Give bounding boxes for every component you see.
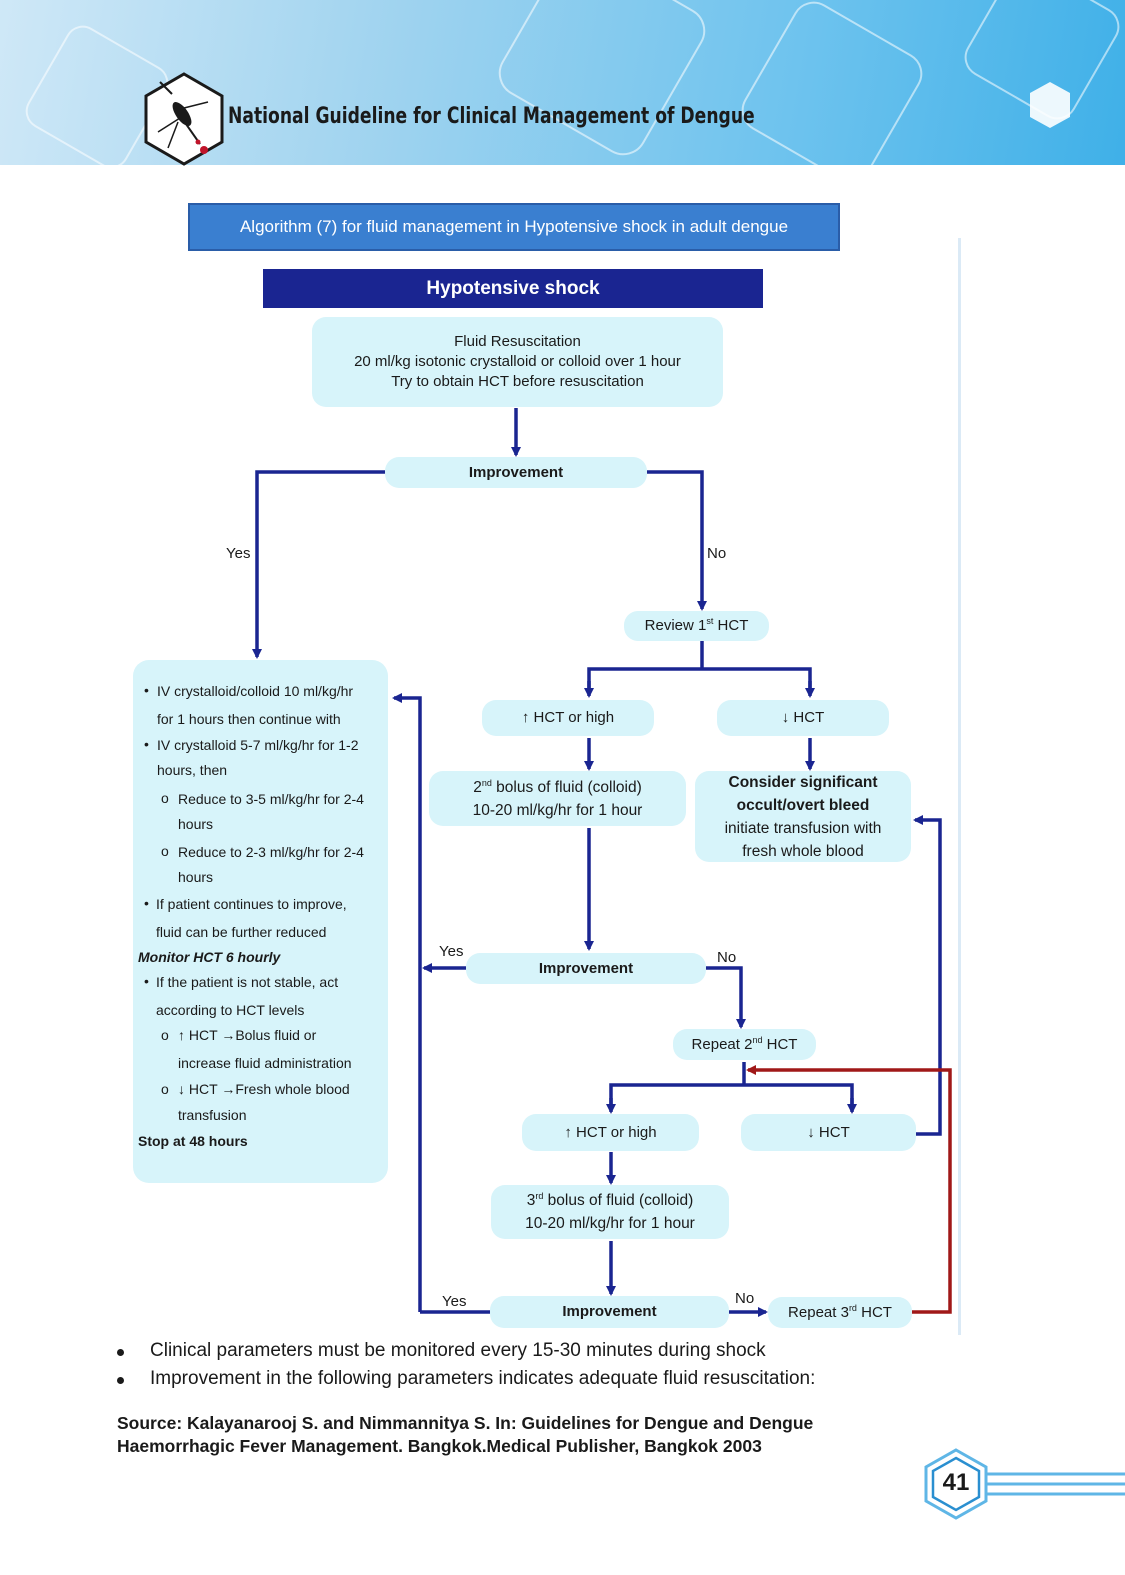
yes-label-3: Yes <box>442 1293 467 1310</box>
bolus3-line1: 3rd bolus of fluid (colloid) <box>526 1190 694 1209</box>
bolus-3rd-box: 3rd bolus of fluid (colloid) 10-20 ml/kg… <box>491 1185 729 1239</box>
sub-bullet: o <box>161 790 169 806</box>
bolus2-line1: 2nd bolus of fluid (colloid) <box>473 777 642 796</box>
arrow-return-to-left-box <box>392 693 422 1312</box>
list-item: hours, then <box>157 762 228 778</box>
improvement-label-3: Improvement <box>562 1303 657 1320</box>
list-item: for 1 hours then continue with <box>157 711 341 727</box>
note-bullet <box>117 1349 124 1356</box>
repeat-3rd-hct-box: Repeat 3rd HCT <box>768 1297 912 1328</box>
fluid-management-box: • IV crystalloid/colloid 10 ml/kg/hr for… <box>133 660 388 1183</box>
arrow-no-to-repeat2 <box>706 966 746 1029</box>
hct-low-text: ↓ HCT <box>781 709 825 726</box>
hypotensive-shock-title: Hypotensive shock <box>263 269 763 308</box>
stop-note: Stop at 48 hours <box>138 1133 248 1149</box>
repeat2-text: Repeat 2nd HCT <box>691 1034 798 1053</box>
hct-low-text-2: ↓ HCT <box>807 1123 850 1141</box>
bleed-line4: fresh whole blood <box>742 842 864 860</box>
list-bullet: • <box>144 895 149 911</box>
hct-high-box-2: ↑ HCT or high <box>522 1114 699 1151</box>
hct-high-text-2: ↑ HCT or high <box>564 1123 657 1141</box>
improvement-decision-1: Improvement <box>385 457 647 488</box>
improvement-decision-2: Improvement <box>466 953 706 984</box>
list-item: IV crystalloid/colloid 10 ml/kg/hr <box>157 683 354 699</box>
right-arrow-icon: → <box>221 1027 236 1043</box>
resuscitation-line3: Try to obtain HCT before resuscitation <box>391 373 644 390</box>
side-divider <box>958 238 961 1335</box>
connector-split-bar <box>587 667 812 694</box>
list-item: hours <box>178 869 214 885</box>
hct-low-box-2: ↓ HCT <box>741 1114 916 1151</box>
no-label: No <box>707 545 727 562</box>
resuscitation-line1: Fluid Resuscitation <box>454 333 581 350</box>
yes-label-2: Yes <box>439 943 464 960</box>
sub-bullet: o <box>161 1081 169 1097</box>
list-item: ↑ HCT →Bolus fluid or <box>178 1027 317 1043</box>
list-item: according to HCT levels <box>156 1002 305 1018</box>
right-arrow-icon: → <box>221 1081 236 1097</box>
monitor-hct-heading: Monitor HCT 6 hourly <box>138 949 281 965</box>
note-2: Improvement in the following parameters … <box>150 1368 816 1389</box>
list-item: If patient continues to improve, <box>156 896 347 912</box>
list-item: hours <box>178 816 214 832</box>
no-label-2: No <box>717 949 737 966</box>
bleed-box: Consider significant occult/overt bleed … <box>695 771 911 862</box>
list-item: increase fluid administration <box>178 1055 352 1071</box>
page-number: 41 <box>942 1469 970 1496</box>
list-item: IV crystalloid 5-7 ml/kg/hr for 1-2 <box>157 737 359 753</box>
list-item: ↓ HCT →Fresh whole blood <box>178 1081 350 1097</box>
review-hct-text: Review 1st HCT <box>644 616 749 635</box>
sub-bullet: o <box>161 1027 169 1043</box>
bleed-line2: occult/overt bleed <box>736 796 870 814</box>
bleed-line1: Consider significant <box>728 773 878 791</box>
connector-split-bar-2 <box>609 1083 854 1110</box>
hct-high-text: ↑ HCT or high <box>521 709 615 726</box>
yes-label: Yes <box>226 545 251 562</box>
page-title: National Guideline for Clinical Manageme… <box>228 104 755 129</box>
bleed-line3: initiate transfusion with <box>724 819 882 837</box>
improvement-label-2: Improvement <box>538 959 634 977</box>
arrow-hct-low-to-bleed <box>913 815 942 1136</box>
page-number-hexagon <box>924 1448 988 1520</box>
review-1st-hct-box: Review 1st HCT <box>624 611 769 641</box>
improvement-decision-3: Improvement <box>490 1296 729 1328</box>
arrow-yes-to-left-box <box>252 470 385 659</box>
no-label-3: No <box>735 1290 755 1307</box>
list-bullet: • <box>144 973 149 989</box>
mosquito-logo-icon <box>144 72 224 166</box>
list-item: transfusion <box>178 1107 247 1123</box>
sub-bullet: o <box>161 843 169 859</box>
repeat3-text: Repeat 3rd HCT <box>788 1302 892 1321</box>
note-1: Clinical parameters must be monitored ev… <box>150 1340 766 1361</box>
list-item: Reduce to 2-3 ml/kg/hr for 2-4 <box>178 844 364 860</box>
repeat-2nd-hct-box: Repeat 2nd HCT <box>673 1029 816 1060</box>
hct-low-box: ↓ HCT <box>717 700 889 736</box>
page-number-lines <box>985 1472 1125 1496</box>
list-bullet: • <box>144 736 149 752</box>
list-item: fluid can be further reduced <box>156 924 327 940</box>
source-line1: Source: Kalayanarooj S. and Nimmannitya … <box>117 1413 814 1433</box>
list-item: Reduce to 3-5 ml/kg/hr for 2-4 <box>178 791 364 807</box>
source-line2: Haemorrhagic Fever Management. Bangkok.M… <box>117 1436 762 1456</box>
improvement-label: Improvement <box>468 463 564 481</box>
list-item: If the patient is not stable, act <box>156 974 339 990</box>
note-bullet <box>117 1377 124 1384</box>
list-bullet: • <box>144 682 149 698</box>
arrow-repeat3-loop <box>746 1065 952 1314</box>
bolus2-line2: 10-20 ml/kg/hr for 1 hour <box>472 801 643 819</box>
arrow-no-to-review <box>647 470 707 611</box>
hct-high-box: ↑ HCT or high <box>482 700 654 736</box>
hexagon-decoration <box>1030 82 1070 128</box>
fluid-resuscitation-box: Fluid Resuscitation 20 ml/kg isotonic cr… <box>312 317 723 407</box>
resuscitation-line2: 20 ml/kg isotonic crystalloid or colloid… <box>354 353 681 370</box>
bolus-2nd-box: 2nd bolus of fluid (colloid) 10-20 ml/kg… <box>429 771 686 826</box>
algorithm-title: Algorithm (7) for fluid management in Hy… <box>188 203 840 251</box>
bolus3-line2: 10-20 ml/kg/hr for 1 hour <box>525 1215 695 1232</box>
